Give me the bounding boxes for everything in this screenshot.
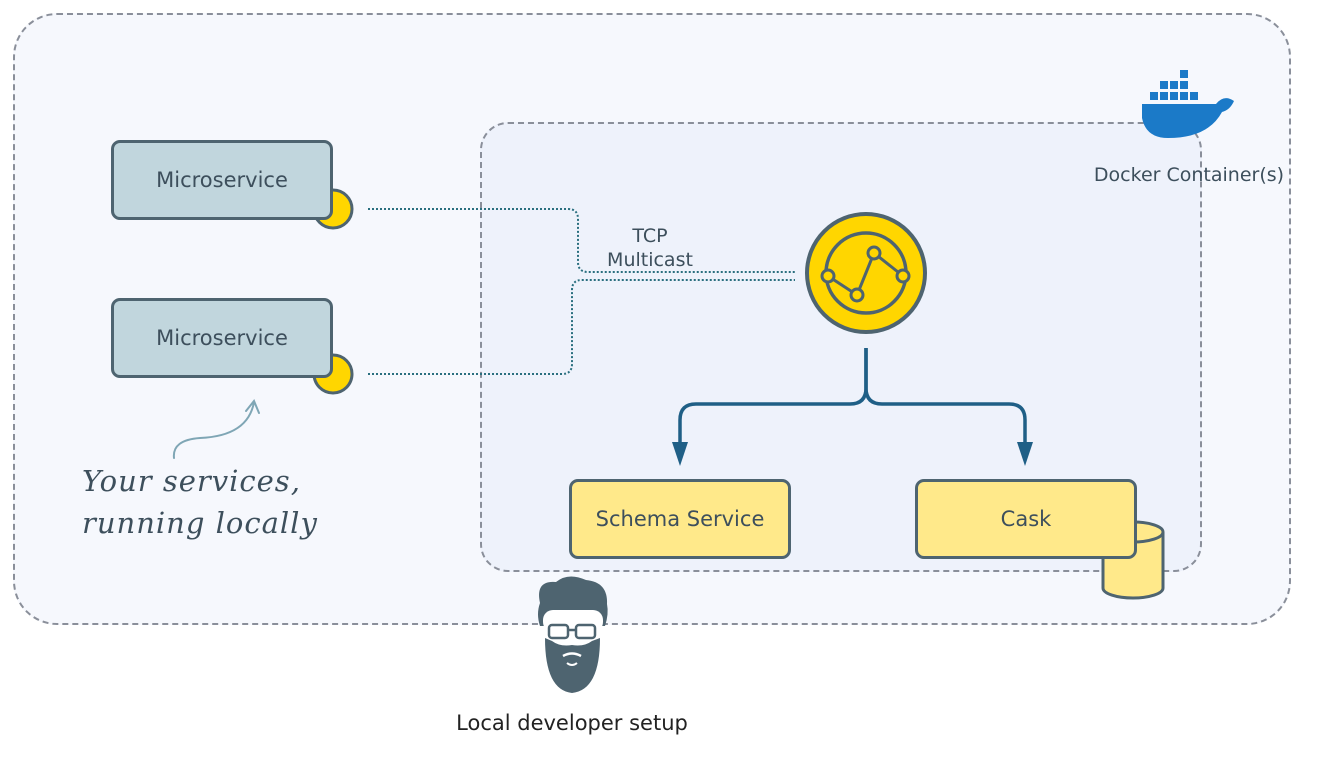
arrowhead-schema (672, 442, 688, 466)
arrowhead-cask (1017, 442, 1033, 466)
microservice-1: Microservice (111, 140, 333, 220)
microservice-1-label: Microservice (156, 168, 288, 192)
developer-avatar-icon (538, 576, 608, 693)
diagram-caption: Local developer setup (456, 711, 688, 735)
docker-label: Docker Container(s) (1093, 164, 1285, 186)
cask-label: Cask (1000, 507, 1052, 531)
protocol-line-1: TCP (632, 225, 668, 247)
schema-service-label: Schema Service (595, 507, 765, 531)
cask-box: Cask (915, 479, 1137, 559)
annotation-arrow (172, 399, 260, 459)
annotation-line-2: running locally (82, 506, 318, 540)
microservice-2-label: Microservice (156, 326, 288, 350)
annotation-line-1: Your services, (82, 464, 301, 498)
microservice-1-connection (368, 208, 795, 273)
annotation-text: Your services, running locally (82, 460, 318, 544)
arrow-to-schema-service (678, 348, 868, 446)
microservice-2: Microservice (111, 298, 333, 378)
network-graph-icon (805, 212, 927, 334)
protocol-label: TCP Multicast (596, 224, 704, 272)
arrow-to-cask (864, 348, 1027, 446)
docker-whale-icon (1142, 70, 1234, 138)
protocol-line-2: Multicast (607, 249, 693, 271)
schema-service-box: Schema Service (569, 479, 791, 559)
microservice-2-connection (368, 279, 795, 375)
